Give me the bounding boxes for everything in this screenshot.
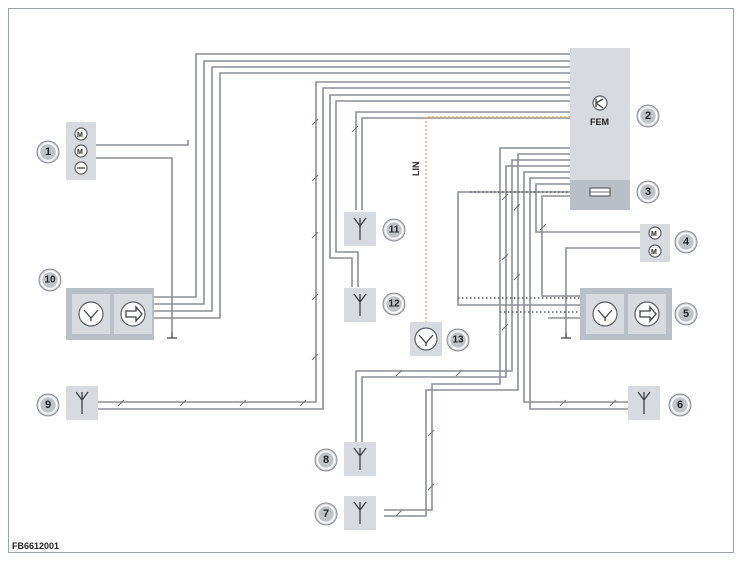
svg-text:1: 1	[45, 146, 51, 158]
figure-code: FB6612001	[12, 541, 60, 551]
wire-harness	[90, 53, 640, 517]
svg-text:13: 13	[452, 335, 464, 346]
svg-text:7: 7	[323, 508, 329, 520]
callout-1: 1	[36, 140, 60, 164]
lin-sensor	[410, 322, 442, 356]
fem-label: FEM	[590, 117, 609, 127]
antenna-7	[344, 496, 376, 530]
callout-2: 2	[636, 104, 660, 128]
callout-8: 8	[314, 448, 338, 472]
svg-text:M: M	[77, 132, 83, 139]
svg-text:10: 10	[44, 275, 56, 286]
svg-text:9: 9	[45, 399, 51, 411]
door-motors-left: M M	[66, 122, 96, 180]
svg-text:M: M	[651, 249, 657, 256]
callout-6: 6	[668, 393, 692, 417]
antenna-8	[344, 442, 376, 476]
svg-text:4: 4	[683, 236, 690, 248]
antenna-9	[66, 386, 98, 420]
svg-text:5: 5	[683, 308, 689, 320]
antenna-12	[344, 288, 376, 322]
callout-11: 11	[382, 218, 406, 242]
svg-text:6: 6	[677, 399, 683, 411]
diagram-frame	[8, 8, 734, 553]
door-module-right	[580, 288, 672, 340]
callout-13: 13	[446, 328, 470, 352]
callout-5: 5	[674, 302, 698, 326]
svg-text:12: 12	[388, 299, 400, 310]
svg-text:8: 8	[323, 454, 329, 466]
callout-7: 7	[314, 502, 338, 526]
svg-text:2: 2	[645, 110, 651, 122]
antenna-11	[344, 212, 376, 246]
callout-3: 3	[636, 180, 660, 204]
callout-12: 12	[382, 292, 406, 316]
door-motors-right: M M	[640, 224, 670, 262]
callout-9: 9	[36, 393, 60, 417]
door-module-left	[66, 288, 154, 340]
antenna-6	[628, 386, 660, 420]
svg-text:M: M	[651, 231, 657, 238]
svg-text:11: 11	[389, 225, 400, 236]
lin-label: LIN	[411, 162, 421, 177]
svg-text:M: M	[77, 149, 83, 156]
callout-10: 10	[38, 268, 62, 292]
fem-control-unit: FEM	[570, 48, 630, 210]
svg-text:3: 3	[645, 186, 651, 198]
callout-4: 4	[674, 230, 698, 254]
